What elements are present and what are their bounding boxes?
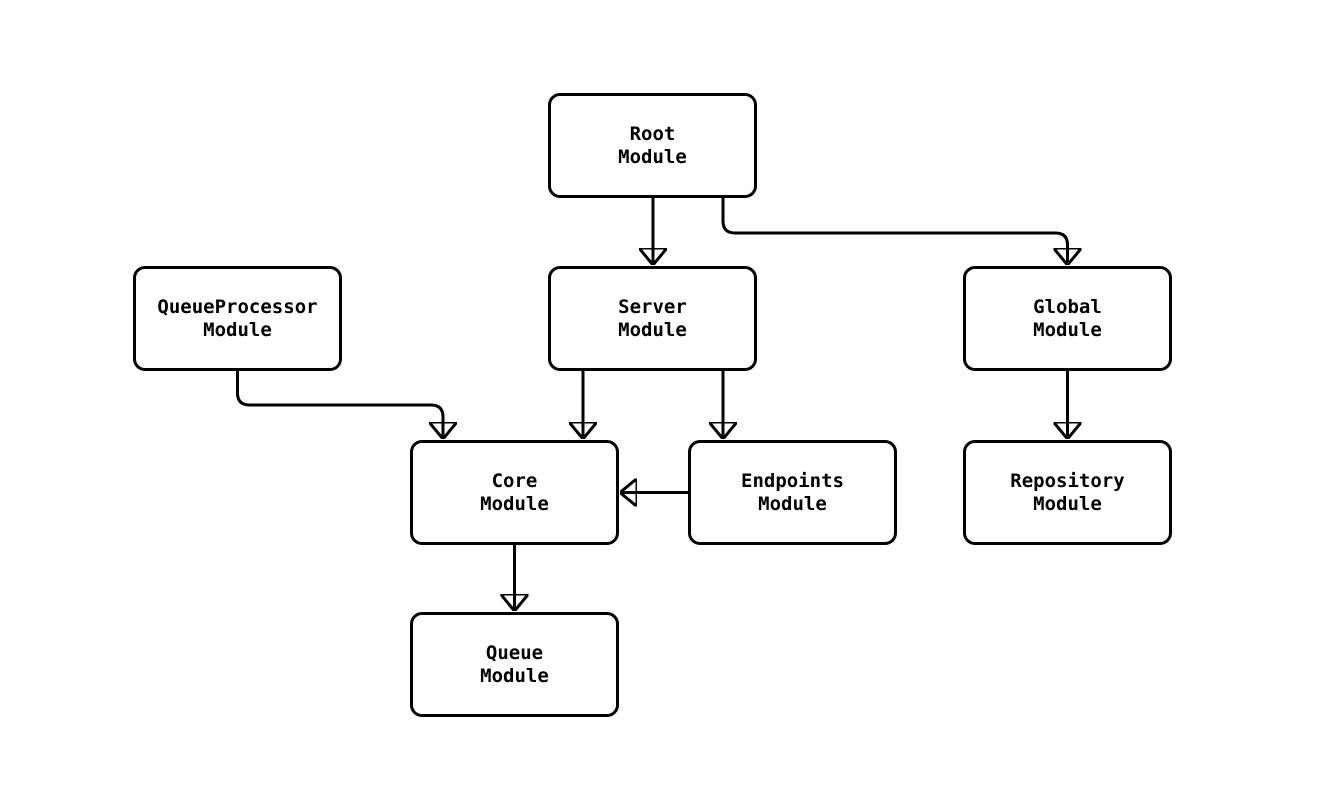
node-endpoints-module: Endpoints Module	[688, 440, 897, 545]
node-repository-module: Repository Module	[963, 440, 1172, 545]
node-server-module: Server Module	[548, 266, 757, 371]
node-global-module: Global Module	[963, 266, 1172, 371]
edge-queueprocessor-to-core	[236, 371, 444, 438]
node-root-module: Root Module	[548, 93, 757, 198]
node-queue-module: Queue Module	[410, 612, 619, 717]
node-core-module: Core Module	[410, 440, 619, 545]
node-queueprocessor-module: QueueProcessor Module	[133, 266, 342, 371]
edge-root-to-global	[721, 198, 1068, 264]
